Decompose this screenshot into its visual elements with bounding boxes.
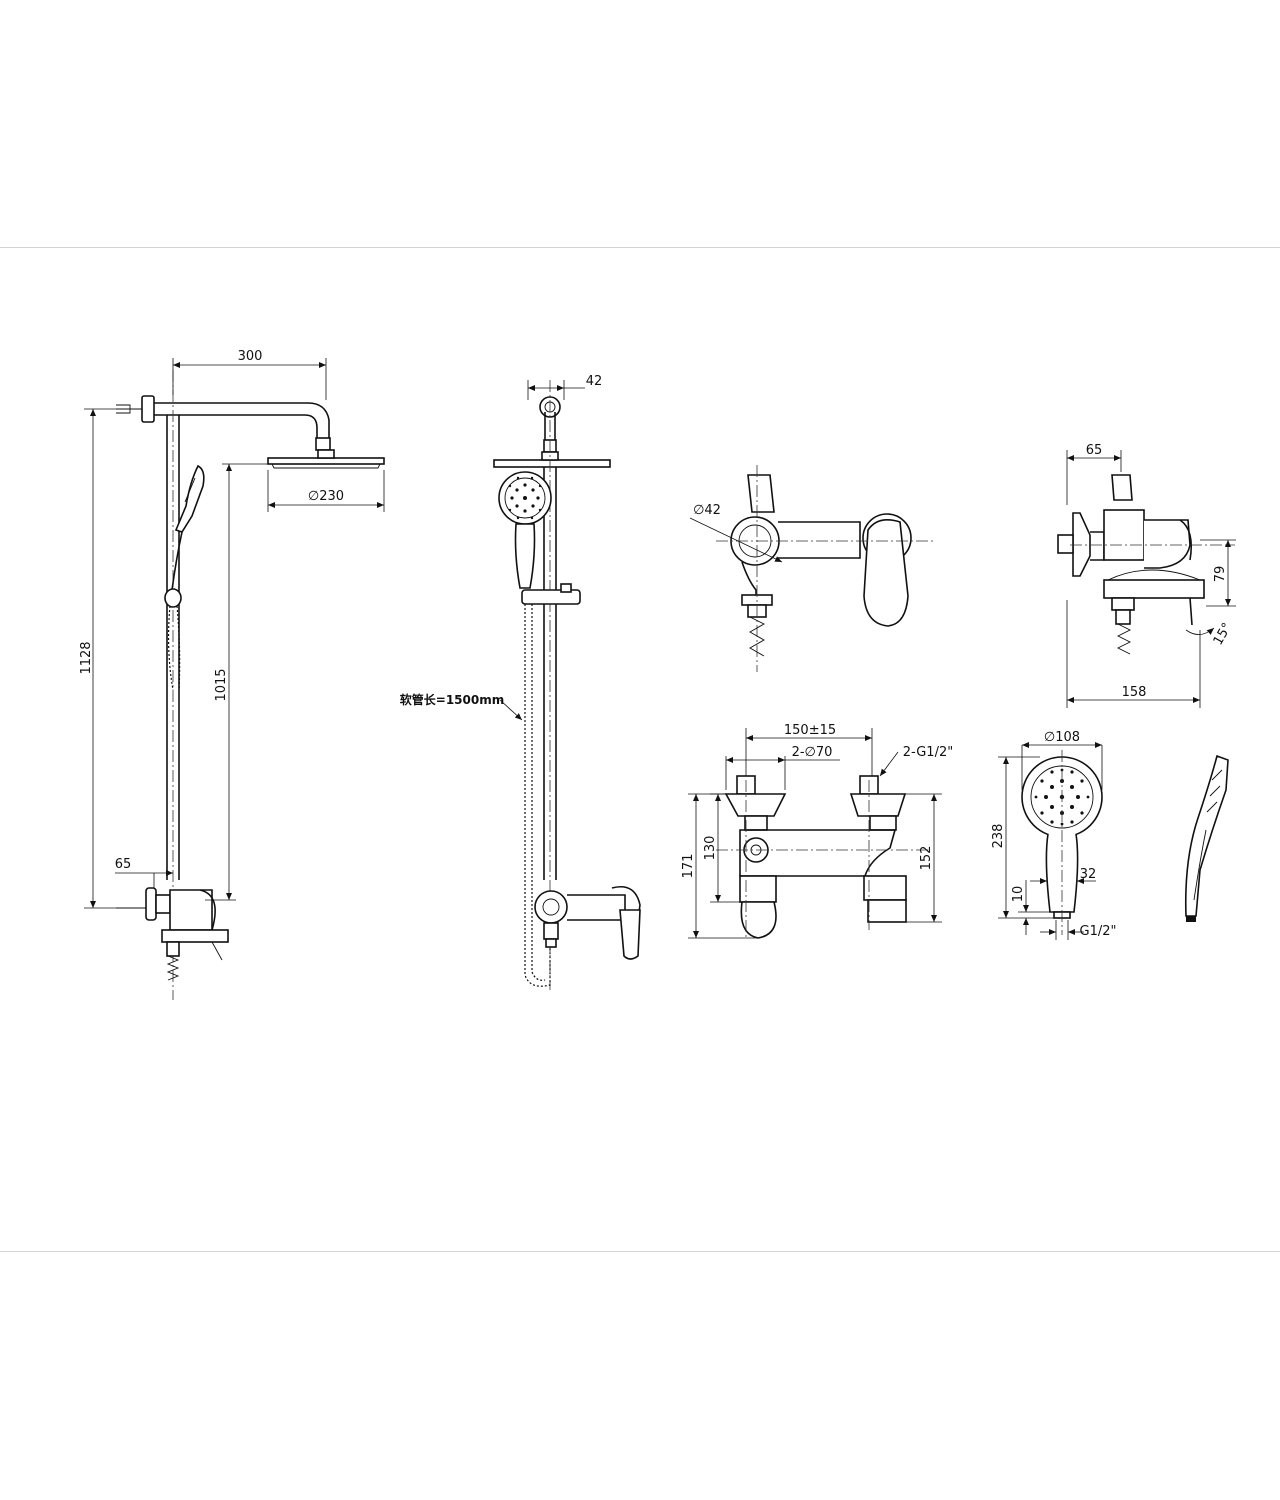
dim-inlet-spacing: 150±15	[784, 723, 836, 738]
dim-wall-to-pipe: 65	[115, 857, 132, 872]
dim-head-height: 1015	[214, 668, 229, 701]
dim-hand-length: 238	[991, 824, 1006, 849]
dim-total-height: 1128	[79, 641, 94, 674]
dim-handle-offset: 10	[1011, 886, 1026, 903]
bottom-divider-line	[0, 1251, 1280, 1252]
top-divider-line	[0, 247, 1280, 248]
dim-height-152: 152	[919, 846, 934, 871]
dim-hand-diameter: ∅108	[1044, 730, 1080, 745]
dim-handle-width: 32	[1080, 867, 1097, 882]
dim-outlet-diameter: ∅42	[693, 503, 721, 518]
dim-arm-length: 300	[238, 349, 263, 364]
dim-arm-wall: 42	[586, 374, 603, 389]
dim-head-diameter: ∅230	[308, 489, 344, 504]
hand-shower-front-view: ∅108 238 32 10 G1/2"	[991, 730, 1116, 940]
side-view: 300 ∅230 1128 1015 65	[79, 349, 385, 1000]
dim-hand-thread: G1/2"	[1080, 924, 1117, 939]
dim-mixer-depth: 65	[1086, 443, 1103, 458]
dim-flange-diameter: 2-∅70	[792, 745, 833, 760]
dim-height-130: 130	[703, 836, 718, 861]
dim-height-171: 171	[681, 854, 696, 879]
front-view: 42 软管长=1500mm	[400, 374, 641, 990]
bath-mixer-view: 150±15 2-∅70 2-G1/2" 171 130 152	[681, 723, 953, 940]
spray-nozzles	[508, 476, 542, 520]
mixer-side-view: 65 79 158 15°	[1057, 443, 1236, 708]
dim-mixer-angle: 15°	[1211, 621, 1236, 648]
mixer-front-view: ∅42	[689, 465, 935, 672]
dim-mixer-length: 158	[1122, 685, 1147, 700]
dim-inlet-thread: 2-G1/2"	[903, 745, 953, 760]
dim-mixer-height: 79	[1213, 566, 1228, 583]
hand-shower-side-view	[1184, 754, 1229, 922]
hand-spray-nozzles	[1034, 768, 1090, 826]
label-hose-length: 软管长=1500mm	[400, 692, 504, 707]
